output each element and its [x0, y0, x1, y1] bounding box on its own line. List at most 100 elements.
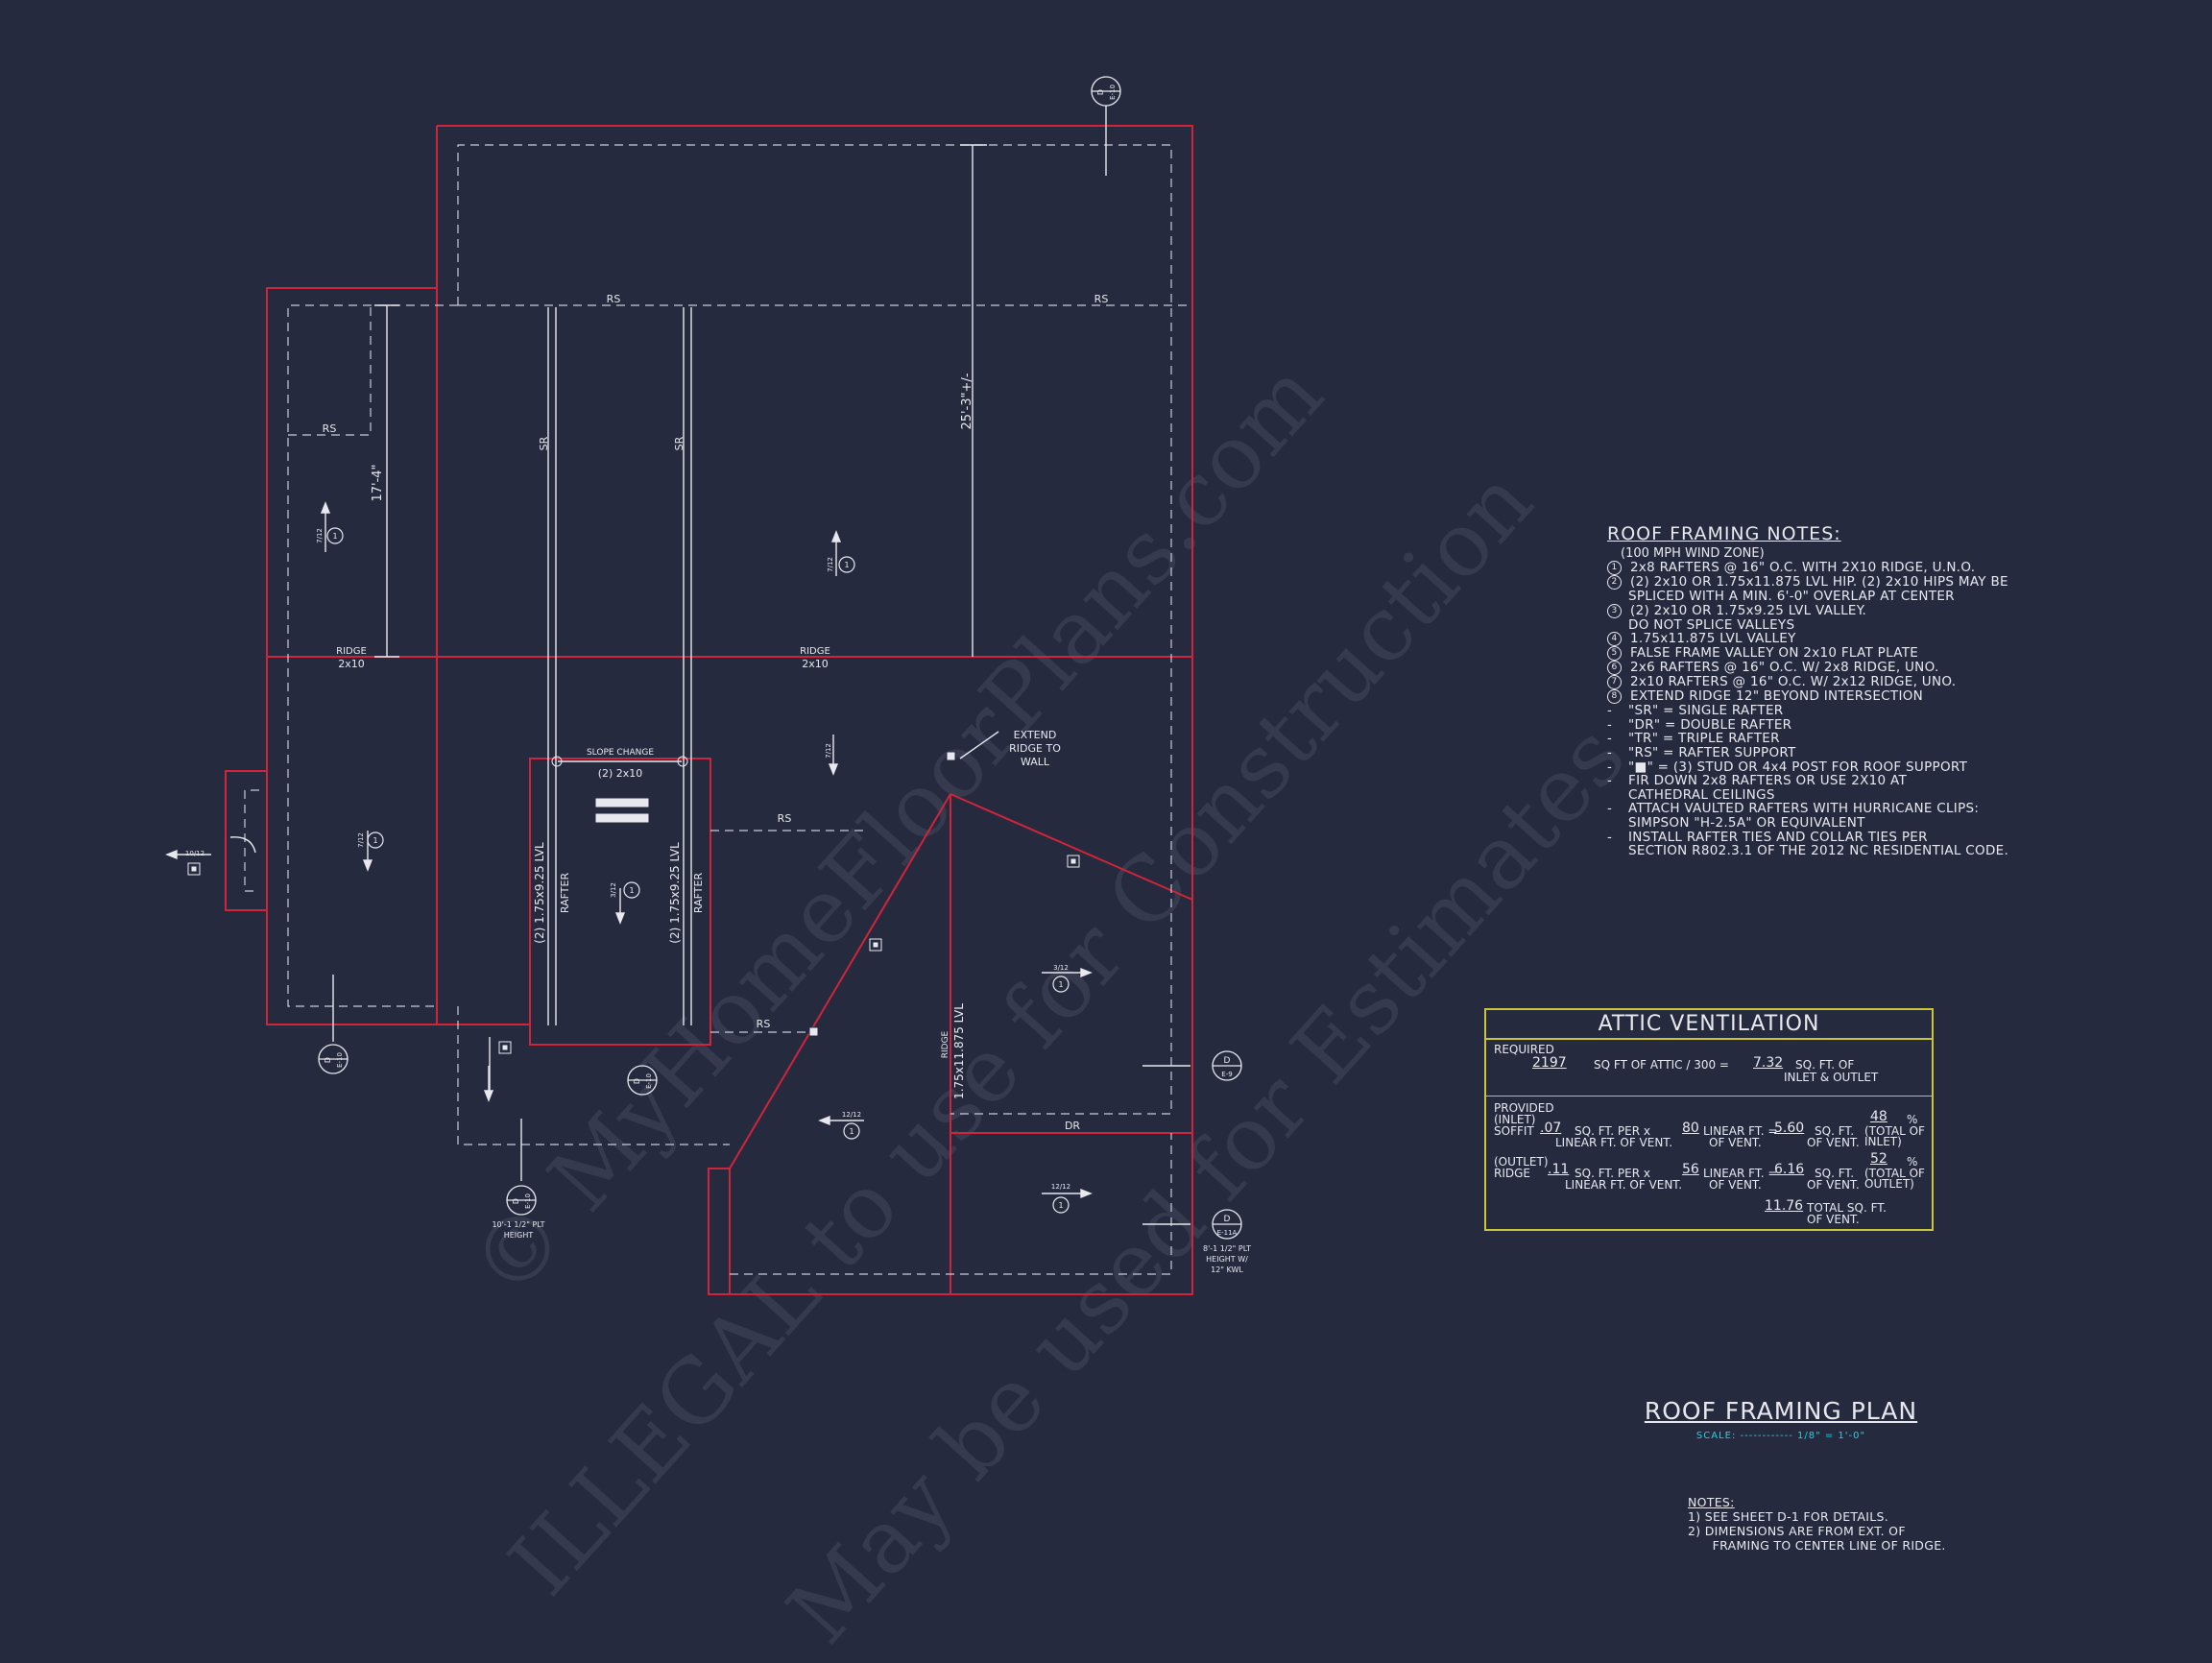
required-vent-text-1: SQ. FT. OF — [1795, 1058, 1855, 1072]
required-label: REQUIRED — [1494, 1043, 1554, 1056]
roof-note-14: -"RS" = RAFTER SUPPORT — [1607, 746, 2058, 760]
soffit-per-text: SQ. FT. PER x — [1575, 1124, 1650, 1138]
soffit-inlet-close: INLET) — [1864, 1135, 1902, 1148]
pitch-num-b: 1 — [844, 561, 849, 569]
soffit-sqft-vent: OF VENT. — [1807, 1136, 1860, 1149]
extend-ridge-2: RIDGE TO — [1009, 742, 1061, 755]
roof-note-13: -"TR" = TRIPLE RAFTER — [1607, 732, 2058, 746]
attic-sqft: 2197 — [1532, 1055, 1567, 1071]
roof-note-text: (2) 2x10 OR 1.75x11.875 LVL HIP. (2) 2x1… — [1630, 574, 2008, 590]
section-d-mid: D — [633, 1078, 641, 1084]
drawing-scale: SCALE: ------------ 1/8" = 1'-0" — [1695, 1431, 1866, 1441]
roof-note-text: 1.75x11.875 LVL VALLEY — [1630, 631, 1796, 647]
ridge-left-label: RIDGE — [336, 646, 367, 657]
roof-note-mark: - — [1607, 744, 1613, 760]
roof-note-mark: - — [1607, 829, 1613, 845]
roof-note-text: FALSE FRAME VALLEY ON 2x10 FLAT PLATE — [1630, 645, 1919, 662]
inlet-label: (INLET) — [1494, 1113, 1536, 1126]
roof-note-text: SECTION R802.3.1 OF THE 2012 NC RESIDENT… — [1628, 843, 2009, 859]
soffit-percent-sign: % — [1907, 1113, 1918, 1126]
lvl-left: (2) 1.75x9.25 LVL — [533, 842, 546, 944]
roof-note-mark — [1607, 788, 1628, 803]
section-e10-mid: E-10 — [645, 1073, 653, 1089]
roof-note-text: "■" = (3) STUD OR 4x4 POST FOR ROOF SUPP… — [1628, 759, 1968, 775]
roof-note-3: SPLICED WITH A MIN. 6'-0" OVERLAP AT CEN… — [1607, 590, 2058, 604]
roof-note-text: ATTACH VAULTED RAFTERS WITH HURRICANE CL… — [1628, 801, 1980, 817]
extend-ridge-1: EXTEND — [1014, 729, 1057, 741]
roof-note-text: 2x6 RAFTERS @ 16" O.C. W/ 2x8 RIDGE, UNO… — [1630, 660, 1939, 676]
soffit-of-vent: OF VENT. — [1709, 1136, 1762, 1149]
sr-label-2: SR — [673, 436, 685, 450]
roof-note-text: "SR" = SINGLE RAFTER — [1628, 703, 1784, 719]
roof-note-17: CATHEDRAL CEILINGS — [1607, 788, 2058, 803]
dim-left: 17'-4" — [371, 464, 385, 501]
roof-note-mark: - — [1607, 716, 1613, 733]
section-e11a: E-11A — [1217, 1229, 1238, 1237]
soffit-area: 5.60 — [1774, 1121, 1805, 1136]
roof-note-text: INSTALL RAFTER TIES AND COLLAR TIES PER — [1628, 829, 1928, 845]
required-vent: 7.32 — [1753, 1055, 1784, 1071]
ridge-of-vent: OF VENT. — [1709, 1178, 1762, 1192]
required-vent-text-2: INLET & OUTLET — [1784, 1071, 1879, 1084]
rs-top-left: RS — [607, 293, 621, 305]
section-e10-left: E-10 — [336, 1052, 344, 1068]
roof-note-4: 3(2) 2x10 OR 1.75x9.25 LVL VALLEY. — [1607, 603, 2058, 618]
section-d-top: D — [1096, 89, 1105, 95]
general-note-1: 1) SEE SHEET D-1 FOR DETAILS. — [1688, 1509, 1888, 1524]
ridge-label: RIDGE — [1494, 1167, 1530, 1180]
ridge-linft-text: LINEAR FT. = — [1703, 1167, 1778, 1180]
roof-note-mark: - — [1607, 801, 1613, 817]
roof-overhang-dashed — [244, 144, 1192, 1275]
roof-note-mark: 5 — [1607, 646, 1622, 662]
dr-label: DR — [1065, 1120, 1080, 1132]
roof-note-text: CATHEDRAL CEILINGS — [1628, 786, 1775, 803]
roof-note-text: "TR" = TRIPLE RAFTER — [1628, 731, 1780, 747]
general-notes: NOTES: 1) SEE SHEET D-1 FOR DETAILS. 2) … — [1688, 1495, 1976, 1553]
ridge-outlet-close: OUTLET) — [1864, 1177, 1914, 1191]
attic-required-section: REQUIRED 2197 SQ FT OF ATTIC / 300 = 7.3… — [1486, 1040, 1932, 1097]
plt-left-2: HEIGHT — [504, 1231, 534, 1240]
slope-change-label: SLOPE CHANGE — [587, 748, 654, 758]
roof-note-mark: - — [1607, 731, 1613, 747]
general-note-3: FRAMING TO CENTER LINE OF RIDGE. — [1688, 1538, 1946, 1553]
section-d-e9: D — [1224, 1056, 1231, 1066]
rs-mid: RS — [778, 812, 792, 825]
rs-low: RS — [757, 1018, 771, 1030]
ridge-center-size: 2x10 — [802, 658, 829, 670]
roof-note-text: EXTEND RIDGE 12" BEYOND INTERSECTION — [1630, 688, 1924, 705]
outlet-label: (OUTLET) — [1494, 1155, 1549, 1169]
sr-label-1: SR — [538, 436, 550, 450]
extend-ridge-3: WALL — [1021, 756, 1050, 768]
roof-framing-drawing: RS RS RS SR SR 25'-3"+/- 17'-4" RIDGE 2x… — [165, 76, 1251, 1295]
roof-note-text: DO NOT SPLICE VALLEYS — [1628, 616, 1795, 633]
roof-note-21: SECTION R802.3.1 OF THE 2012 NC RESIDENT… — [1607, 844, 2058, 858]
general-note-2: 2) DIMENSIONS ARE FROM EXT. OF — [1688, 1524, 1906, 1538]
pitch-label-i: 10/12 — [185, 850, 204, 857]
pitch-label-g: 12/12 — [842, 1111, 861, 1119]
roof-note-text: SPLICED WITH A MIN. 6'-0" OVERLAP AT CEN… — [1628, 589, 1955, 604]
section-d-e11a: D — [1224, 1215, 1231, 1224]
section-d-left: D — [324, 1057, 332, 1063]
roof-note-text: "DR" = DOUBLE RAFTER — [1628, 716, 1792, 733]
ridge-percent: 52 — [1870, 1151, 1887, 1167]
total-vent-of: OF VENT. — [1807, 1213, 1860, 1226]
pitch-num-a: 1 — [332, 532, 337, 541]
soffit-sqft: SQ. FT. — [1815, 1124, 1855, 1138]
section-d-bottom: D — [512, 1198, 520, 1204]
roof-note-mark: 8 — [1607, 689, 1622, 705]
pitch-circles — [326, 527, 1070, 1214]
lvl-right: (2) 1.75x9.25 LVL — [668, 842, 682, 944]
ridge-length: 56 — [1682, 1162, 1699, 1177]
plt-right-3: 12" KWL — [1211, 1265, 1243, 1274]
rs-top-right: RS — [1094, 293, 1109, 305]
roof-note-10: 8 EXTEND RIDGE 12" BEYOND INTERSECTION — [1607, 688, 2058, 705]
pitch-label-d: 3/12 — [610, 882, 617, 898]
slope-change-size: (2) 2x10 — [598, 767, 643, 780]
plt-right-1: 8'-1 1/2" PLT — [1203, 1244, 1251, 1253]
soffit-length: 80 — [1682, 1121, 1699, 1136]
